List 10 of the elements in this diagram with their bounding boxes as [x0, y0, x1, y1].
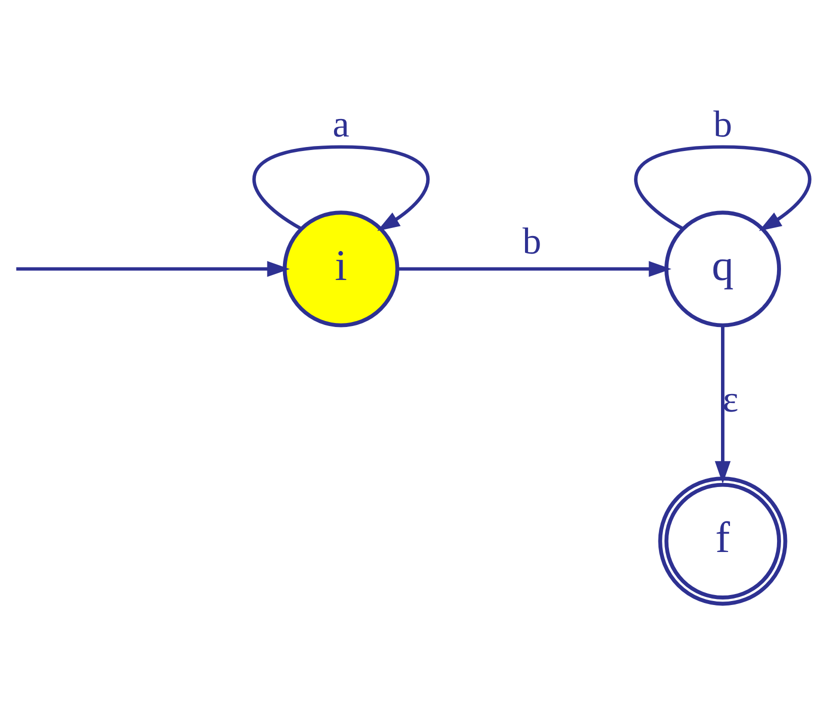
node-circle: i: [282, 210, 400, 328]
arrow: [634, 145, 812, 231]
arrow: [397, 261, 672, 277]
edge-label: b: [713, 104, 732, 146]
node-circle: q: [664, 210, 781, 328]
edge-label: b: [522, 222, 542, 263]
arrow: [252, 145, 430, 231]
edge-label: a: [332, 104, 350, 146]
arrow: [16, 261, 290, 277]
node-circle: f: [658, 476, 788, 606]
